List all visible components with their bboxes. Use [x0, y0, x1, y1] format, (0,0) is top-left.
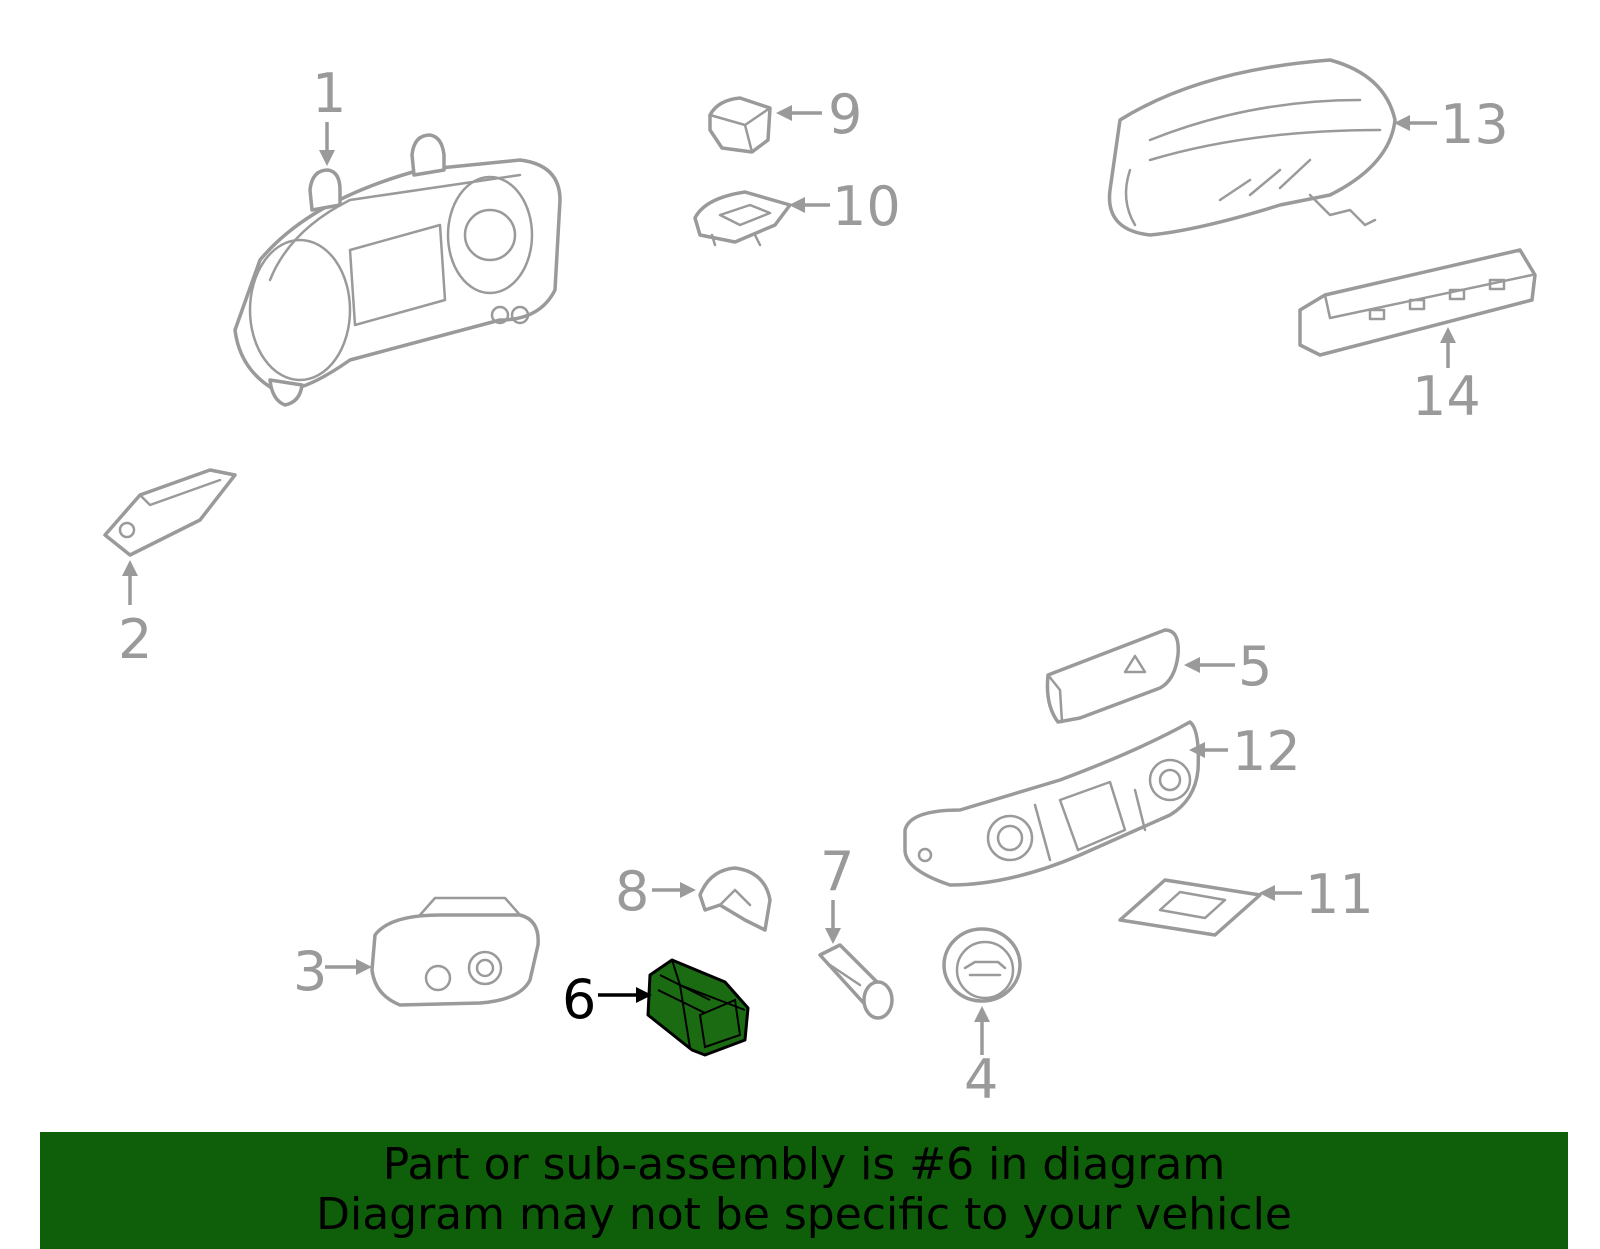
- part-5-hazard-switch[interactable]: [1045, 628, 1180, 724]
- callout-4: 4: [964, 1048, 998, 1111]
- part-9-cap[interactable]: [708, 96, 772, 154]
- part-6-highlighted-switch[interactable]: [646, 958, 750, 1057]
- part-7-socket[interactable]: [818, 943, 894, 1020]
- callout-10: 10: [832, 175, 901, 238]
- callout-5: 5: [1238, 635, 1272, 698]
- callout-8: 8: [615, 860, 649, 923]
- banner-line-disclaimer: Diagram may not be specific to your vehi…: [316, 1189, 1292, 1240]
- callout-11: 11: [1305, 863, 1374, 926]
- part-10-bezel[interactable]: [693, 190, 792, 247]
- banner-line-part-number: Part or sub-assembly is #6 in diagram: [382, 1139, 1226, 1190]
- callout-9: 9: [828, 83, 862, 146]
- callout-1: 1: [312, 62, 346, 125]
- callout-2: 2: [118, 608, 152, 671]
- callout-12: 12: [1232, 720, 1301, 783]
- callout-7: 7: [820, 840, 854, 903]
- part-4-start-button[interactable]: [942, 927, 1022, 1003]
- part-12-climate-control-panel[interactable]: [903, 720, 1201, 887]
- info-banner: Part or sub-assembly is #6 in diagram Di…: [40, 1132, 1568, 1249]
- callout-6: 6: [562, 968, 596, 1031]
- part-2-bracket[interactable]: [103, 468, 237, 557]
- part-8-trim[interactable]: [698, 866, 772, 932]
- callout-13: 13: [1440, 93, 1509, 156]
- callout-14: 14: [1412, 365, 1481, 428]
- part-1-instrument-cluster[interactable]: [233, 133, 562, 407]
- part-13-airbag-module[interactable]: [1107, 58, 1397, 237]
- part-14-switch-bank[interactable]: [1298, 248, 1537, 357]
- callout-arrows: [122, 105, 1456, 1055]
- part-3-switch-panel[interactable]: [370, 896, 540, 1007]
- parts-diagram: 1 2 3 4 5 6 7 8 9 10 11 12 13 14: [103, 58, 1537, 1111]
- callout-3: 3: [293, 940, 327, 1003]
- part-11-switch[interactable]: [1118, 878, 1262, 937]
